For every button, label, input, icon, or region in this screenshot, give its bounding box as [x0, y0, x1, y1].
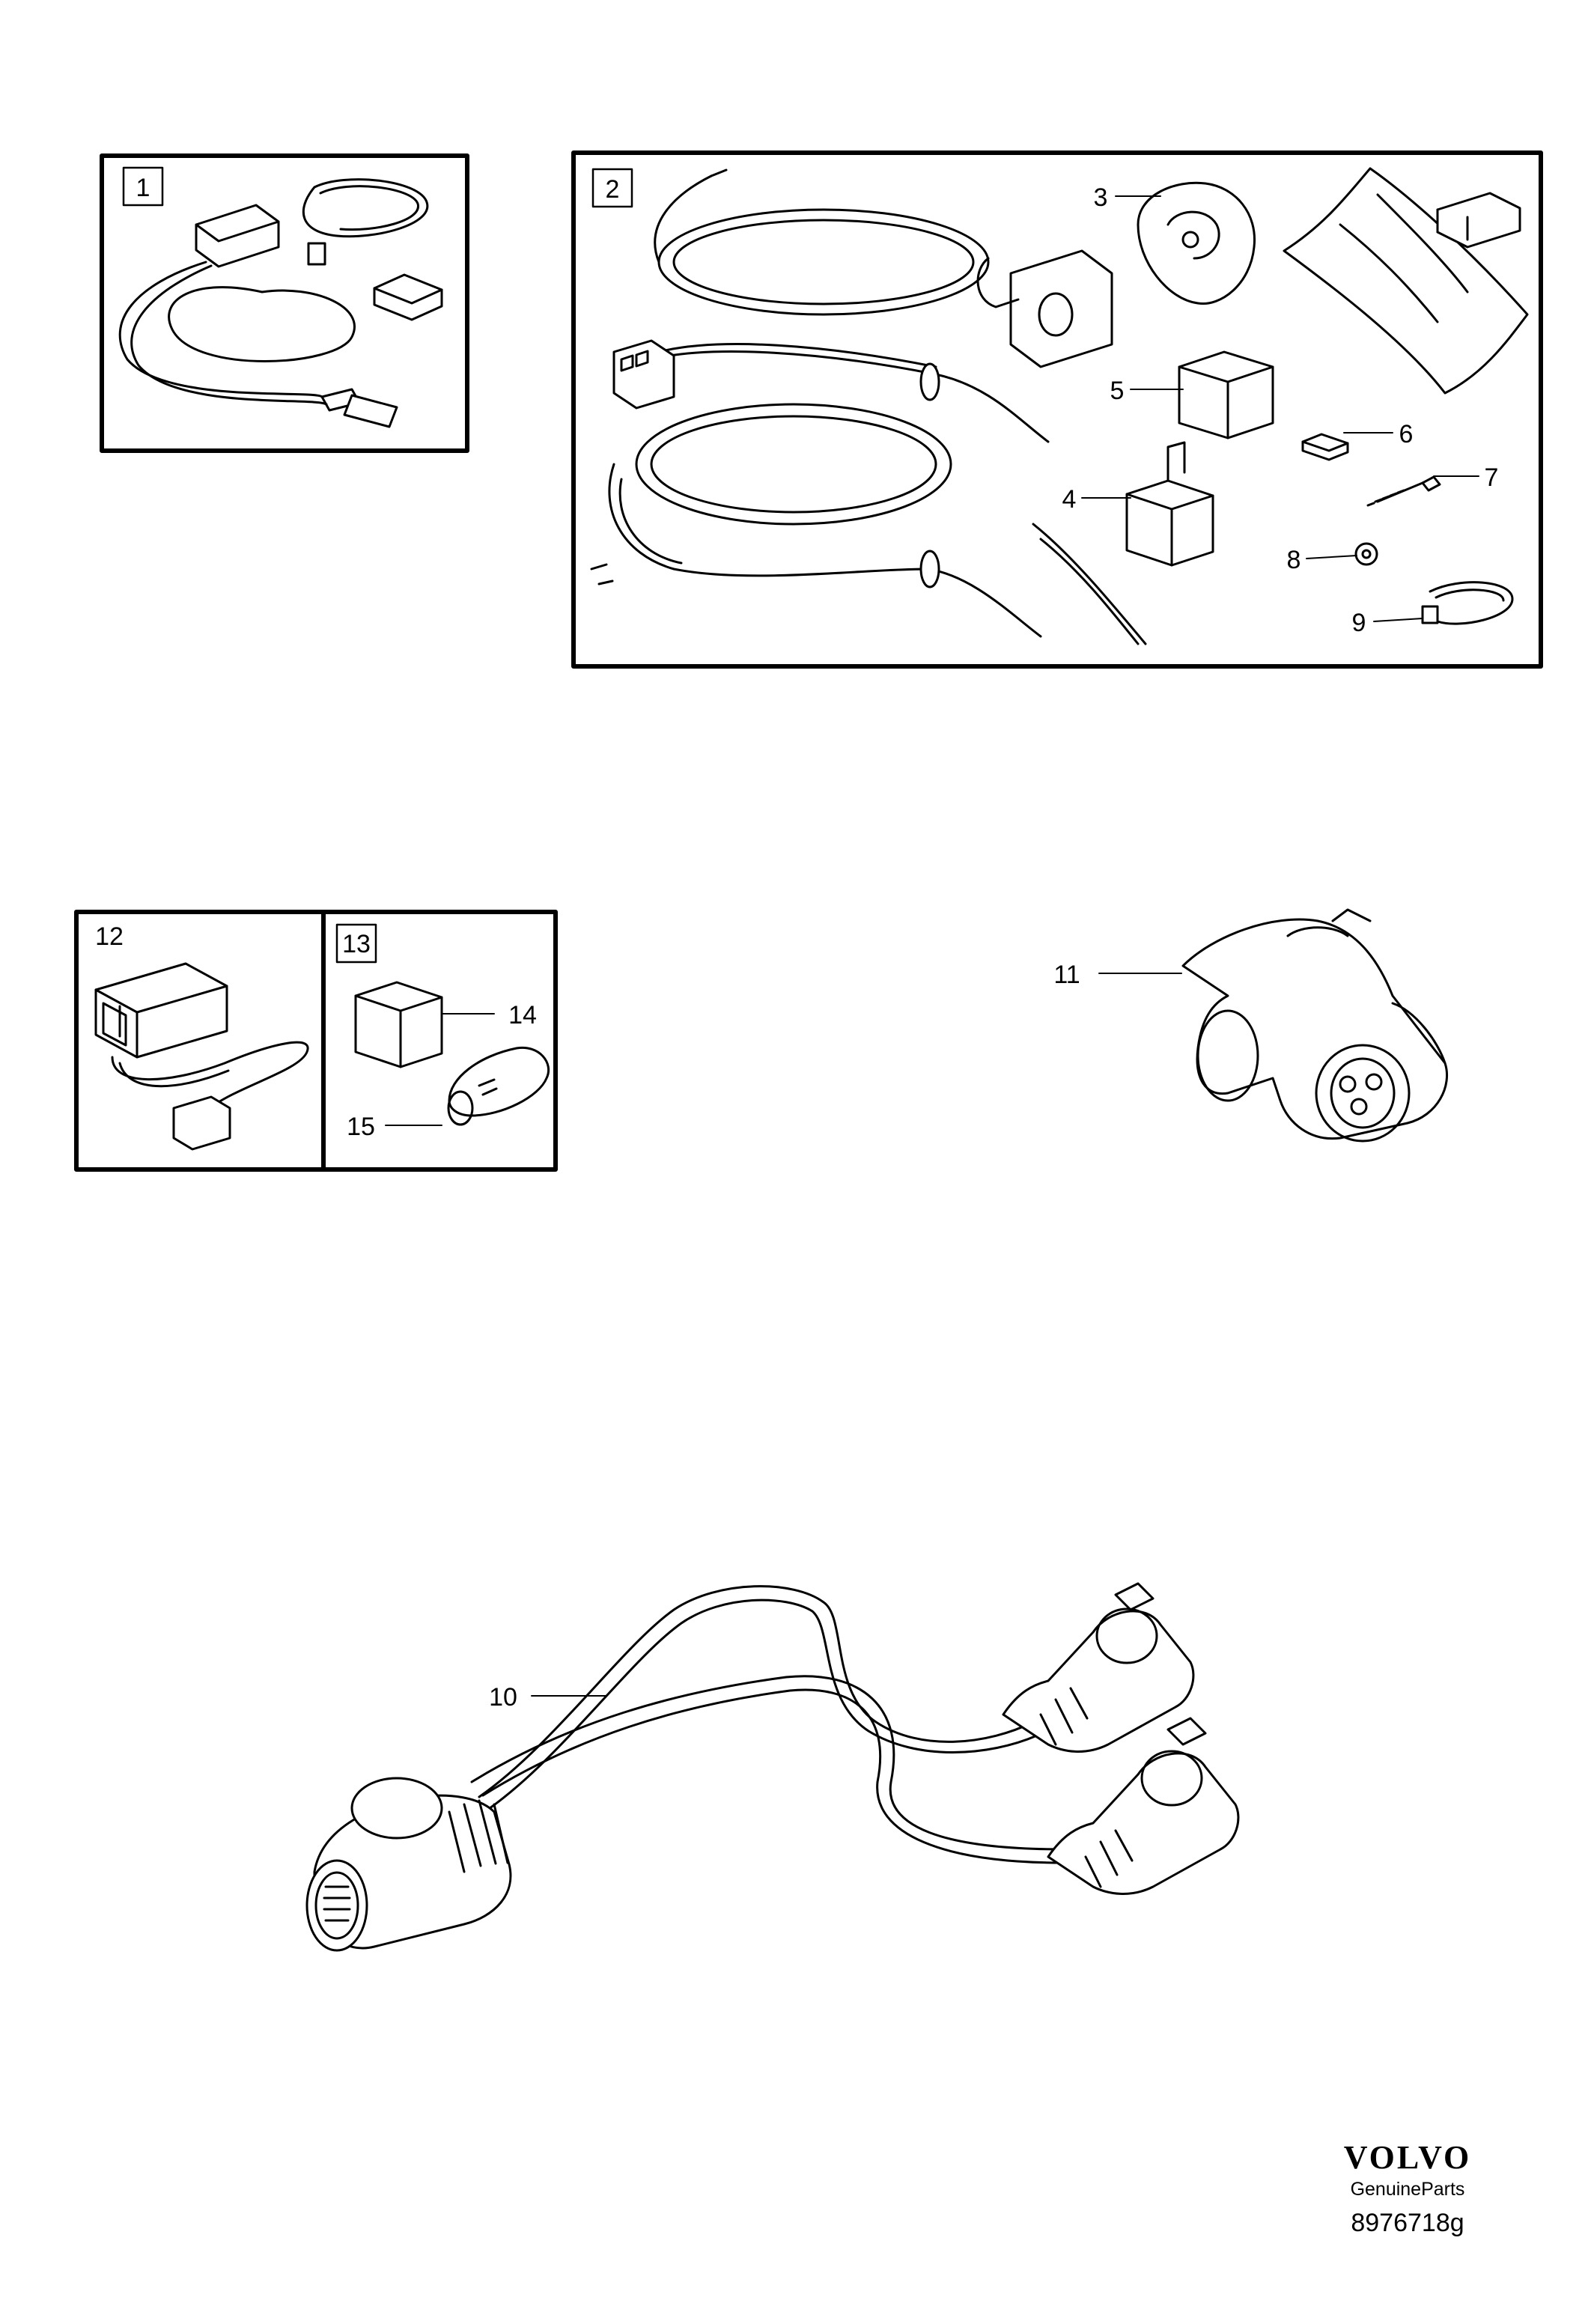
- svg-text:8: 8: [1287, 546, 1301, 574]
- callout-6: 6: [1343, 420, 1414, 448]
- plastic-bag: [1283, 167, 1529, 395]
- panel-13-number: 13: [342, 930, 371, 958]
- relay-block: [612, 339, 675, 410]
- panel-2-number: 2: [606, 175, 620, 204]
- fuse: [373, 273, 443, 321]
- panel-2-number-box: [591, 168, 633, 208]
- socket-upper-7-pin: [1002, 1582, 1195, 1753]
- callout-9: 9: [1352, 609, 1423, 637]
- adapter-cable-10: [470, 1585, 1065, 1864]
- panel-13: 13 14 15: [321, 910, 558, 1172]
- bulb-15: [447, 1046, 550, 1126]
- wiring-harness-upper: [650, 168, 1050, 443]
- trailer-socket-11: [1181, 908, 1449, 1143]
- panel-1: 1: [100, 153, 469, 453]
- cable-tie: [302, 178, 429, 266]
- panel-12: 12: [74, 910, 326, 1172]
- callout-15: 15: [347, 1113, 442, 1141]
- svg-text:9: 9: [1352, 609, 1366, 637]
- panel-13-number-box: [335, 923, 377, 964]
- relay-5: [1178, 350, 1274, 439]
- panel-12-number: 12: [95, 922, 124, 951]
- grommet: [976, 249, 1113, 368]
- socket-lower-7-pin: [1047, 1717, 1240, 1895]
- fuse-6: [1301, 433, 1349, 461]
- svg-text:6: 6: [1399, 420, 1414, 448]
- svg-text:11: 11: [1053, 961, 1080, 989]
- callout-5: 5: [1110, 377, 1184, 405]
- cable-tie-9: [1421, 581, 1514, 625]
- trailer-socket-3: [1137, 181, 1256, 305]
- svg-text:10: 10: [489, 1683, 517, 1712]
- panel-2: 2: [571, 150, 1543, 669]
- relay-with-harness: [94, 962, 309, 1151]
- callout-7: 7: [1433, 463, 1499, 492]
- panel-1-number-box: [122, 166, 164, 207]
- brand-logo: VOLVO: [1343, 2139, 1472, 2176]
- svg-text:14: 14: [508, 1001, 537, 1029]
- relay-14: [354, 981, 443, 1068]
- callout-14: 14: [441, 1001, 537, 1029]
- nut-8: [1354, 542, 1378, 566]
- connector-block: [1436, 192, 1521, 249]
- wiring-harness-lower: [590, 403, 1042, 638]
- svg-text:4: 4: [1062, 485, 1077, 514]
- callout-3: 3: [1094, 183, 1161, 212]
- wiring-harness-small: [118, 204, 398, 428]
- diagram-id: 8976718g: [1351, 2209, 1464, 2237]
- screw-7: [1366, 475, 1441, 507]
- callout-4: 4: [1062, 485, 1131, 514]
- panel-1-number: 1: [136, 174, 150, 202]
- brand-subtitle: GenuineParts: [1350, 2179, 1465, 2200]
- svg-text:7: 7: [1485, 463, 1499, 492]
- extra-wires: [1032, 523, 1147, 645]
- svg-text:15: 15: [347, 1113, 375, 1141]
- callout-8: 8: [1287, 546, 1357, 574]
- svg-text:5: 5: [1110, 377, 1125, 405]
- callout-11: 11: [1053, 961, 1182, 989]
- callout-10: 10: [489, 1683, 607, 1712]
- plug-13-pin: [305, 1777, 512, 1952]
- relay-4: [1125, 441, 1214, 567]
- svg-text:3: 3: [1094, 183, 1108, 212]
